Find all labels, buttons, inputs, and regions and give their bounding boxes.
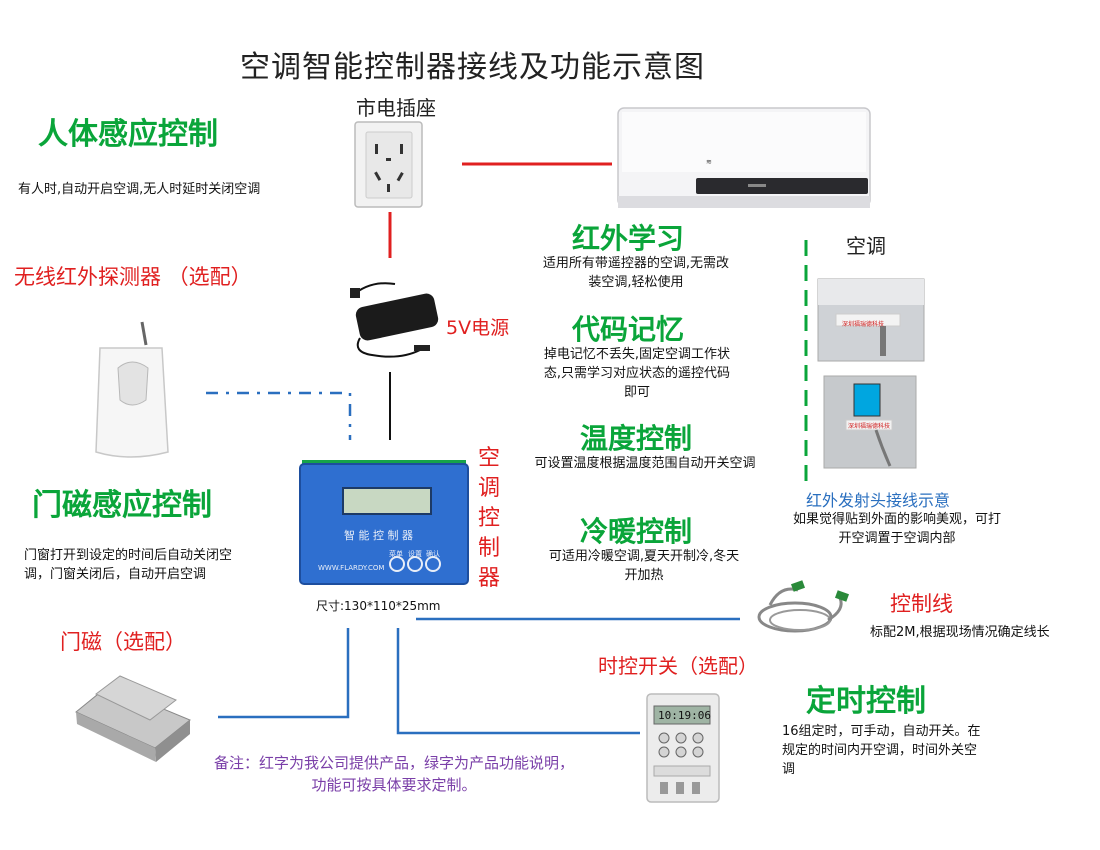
feature-temp-desc: 可设置温度根据温度范围自动开关空调 [534, 456, 756, 471]
controller-button-menu: 菜单 [389, 550, 403, 558]
door-opt-title: 门磁（选配） [60, 630, 186, 654]
power-label: 5V电源 [446, 317, 510, 339]
feature-door-desc: 门窗打开到设定的时间后自动关闭空调，门窗关闭后，自动开启空调 [24, 548, 233, 582]
feature-code-mem-desc: 掉电记忆不丢失,固定空调工作状态,只需学习对应状态的遥控代码即可 [543, 347, 731, 400]
note-line1: 备注：红字为我公司提供产品，绿字为产品功能说明， [213, 754, 574, 772]
wall-socket [354, 121, 423, 208]
ir-emitter-desc: 如果觉得贴到外面的影响美观，可打开空调置于空调内部 [792, 512, 1001, 546]
power-adapter [350, 282, 439, 358]
pir-title: 无线红外探测器 （选配） [14, 265, 252, 289]
air-conditioner [617, 107, 871, 208]
timer-switch [646, 693, 720, 803]
feature-human-desc: 有人时,自动开启空调,无人时延时关闭空调 [18, 182, 261, 197]
feature-door-title: 门磁感应控制 [32, 488, 212, 523]
feature-ir-learn-desc: 适用所有带遥控器的空调,无需改装空调,轻松使用 [542, 256, 730, 290]
note-line2: 功能可按具体要求定制。 [311, 776, 477, 794]
feature-heat-cool-desc: 可适用冷暖空调,夏天开制冷,冬天开加热 [548, 549, 740, 583]
pir-detector [95, 321, 169, 458]
controller-side-label: 空调控制器 [478, 446, 501, 591]
feature-timer-title: 定时控制 [806, 684, 926, 719]
controller-size: 尺寸:130*110*25mm [316, 599, 441, 613]
ir-photo-bottom [823, 375, 917, 469]
control-line-title: 控制线 [890, 592, 953, 616]
controller-url: WWW.FLARDY.COM [318, 564, 385, 572]
controller-button-set: 设置 [408, 550, 422, 558]
timer-display: 10:19:06 [658, 709, 711, 722]
controller-button-confirm: 确认 [426, 550, 440, 558]
ir-photo-bottom-caption: 深圳福瑞德科技 [848, 423, 891, 430]
controller-box [299, 460, 469, 585]
feature-timer-desc: 16组定时，可手动，自动开关。在规定的时间内开空调，时间外关空调 [782, 724, 981, 777]
feature-temp-title: 温度控制 [580, 422, 693, 455]
ac-brand-mark: ≋ [706, 158, 712, 166]
control-line-desc: 标配2M,根据现场情况确定线长 [870, 625, 1050, 640]
control-wire-coil [757, 580, 850, 633]
feature-ir-learn-title: 红外学习 [572, 222, 685, 255]
ir-photo-top-caption: 深圳福瑞德科技 [842, 321, 885, 328]
feature-heat-cool-title: 冷暖控制 [580, 515, 693, 548]
pir-wireless-line [206, 391, 352, 440]
ac-label: 空调 [846, 234, 886, 258]
note: 备注：红字为我公司提供产品，绿字为产品功能说明， 功能可按具体要求定制。 [160, 752, 628, 796]
timer-opt-title: 时控开关（选配） [598, 654, 758, 678]
door-magnet [75, 675, 191, 762]
feature-code-mem-title: 代码记忆 [572, 313, 685, 346]
ir-photo-top [817, 278, 925, 362]
ir-emitter-title: 红外发射头接线示意 [806, 491, 951, 510]
controller-panel-text: 智 能 控 制 器 [344, 529, 413, 542]
timer-line [396, 628, 640, 735]
feature-human-title: 人体感应控制 [38, 117, 218, 152]
door-sensor-line [218, 628, 350, 719]
socket-label: 市电插座 [356, 96, 436, 120]
page-title: 空调智能控制器接线及功能示意图 [240, 50, 705, 85]
